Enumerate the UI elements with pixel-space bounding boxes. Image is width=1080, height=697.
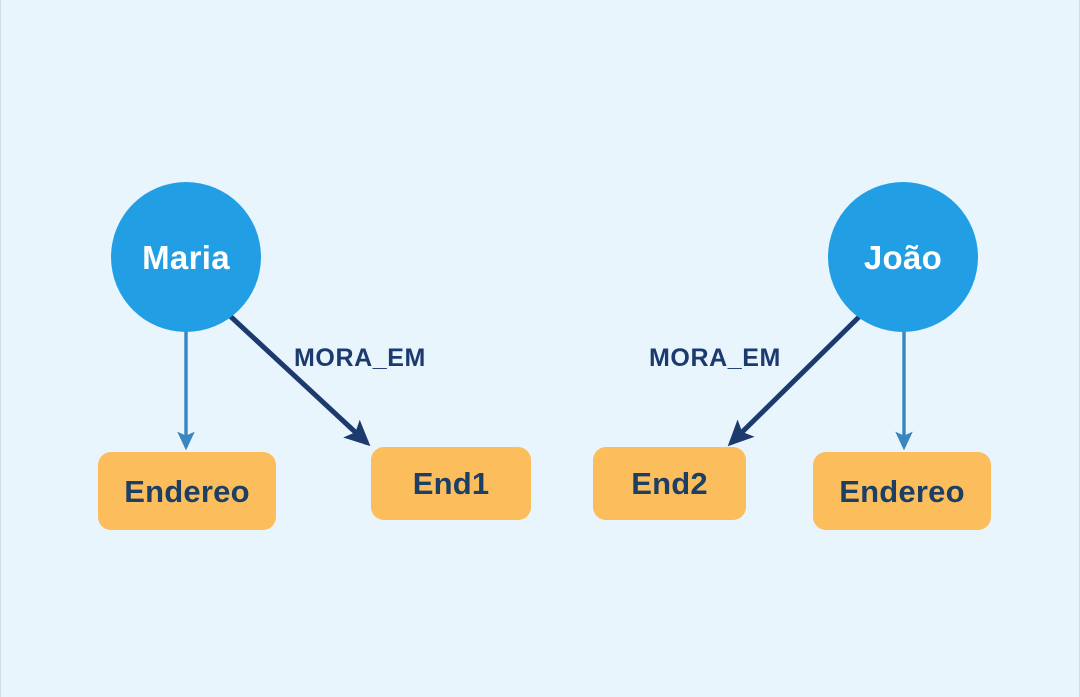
person-node-maria-label: Maria: [142, 238, 230, 276]
person-node-maria[interactable]: Maria: [111, 182, 261, 332]
address-node-endereco-left[interactable]: Endereo: [98, 452, 276, 530]
address-node-end2[interactable]: End2: [593, 447, 746, 520]
edge-maria-end1: [227, 313, 371, 447]
address-node-endereco-right[interactable]: Endereo: [813, 452, 991, 530]
address-node-end2-label: End2: [631, 466, 708, 501]
edge-label-mora-em-right: MORA_EM: [649, 344, 781, 372]
person-node-joao[interactable]: João: [828, 182, 978, 332]
address-node-endereco-left-label: Endereo: [124, 473, 250, 509]
person-node-joao-label: João: [863, 238, 943, 276]
address-node-end1[interactable]: End1: [371, 447, 531, 520]
edge-joao-end2: [727, 311, 865, 447]
edge-label-mora-em-left: MORA_EM: [294, 344, 426, 372]
address-node-end1-label: End1: [412, 466, 490, 501]
address-node-endereco-right-label: Endereo: [839, 473, 965, 509]
